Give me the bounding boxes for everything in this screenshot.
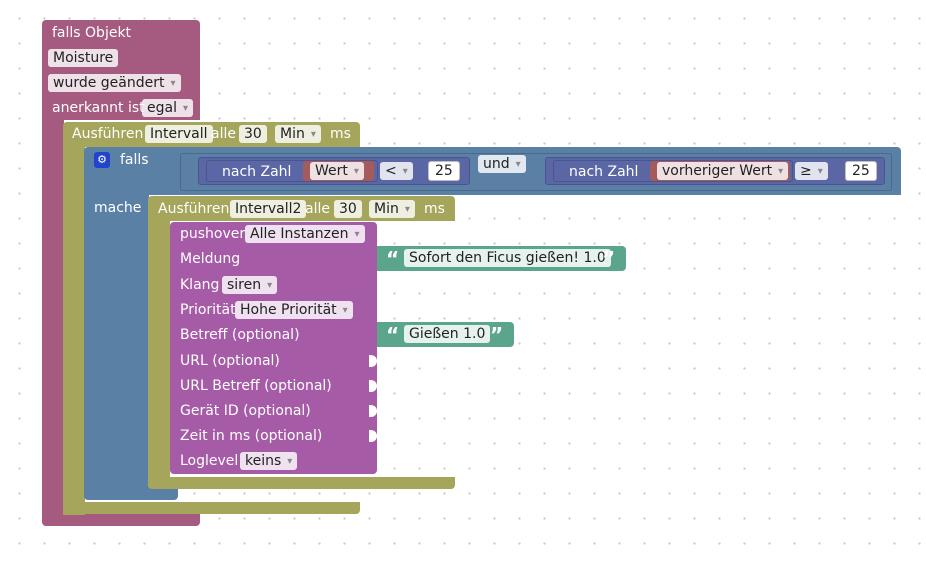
trigger-spine (42, 118, 64, 523)
compare-right-number[interactable]: 25 (845, 161, 877, 181)
interval-inner-alle: alle (305, 201, 330, 217)
geraet-input-socket[interactable] (369, 405, 377, 417)
if-spine (84, 193, 149, 493)
interval-inner-spine (148, 219, 170, 487)
pushover-meldung-label: Meldung (180, 251, 241, 267)
pushover-url-label: URL (optional) (180, 353, 280, 369)
pushover-betreff-label: Betreff (optional) (180, 327, 300, 343)
pushover-prioritaet-dropdown[interactable]: Hohe Priorität (235, 301, 353, 319)
close-quote-icon: ” (602, 247, 616, 271)
interval-inner-value-field[interactable]: 30 (334, 200, 362, 218)
meldung-text-field[interactable]: Sofort den Ficus gießen! 1.0 (404, 249, 611, 267)
interval-outer-spine (63, 145, 85, 515)
interval-outer-alle: alle (211, 126, 236, 142)
trigger-object-field[interactable]: Moisture (48, 49, 119, 67)
if-falls-label: falls (120, 152, 149, 168)
interval-inner-name-field[interactable]: Intervall2 (230, 200, 307, 218)
pushover-label: pushover (180, 226, 246, 242)
interval-inner-unit-dropdown[interactable]: Min (369, 200, 415, 218)
pushover-body[interactable] (170, 222, 377, 474)
if-footer (84, 488, 178, 500)
zeit-input-socket[interactable] (369, 430, 377, 442)
var-right-dropdown[interactable]: vorheriger Wert (657, 162, 789, 180)
pushover-klang-dropdown[interactable]: siren (222, 276, 278, 294)
interval-outer-name-field[interactable]: Intervall (145, 125, 213, 143)
trigger-footer (42, 514, 200, 526)
interval-outer-footer (63, 502, 360, 514)
pushover-url-betreff-label: URL Betreff (optional) (180, 378, 332, 394)
var-left-dropdown[interactable]: Wert (310, 162, 364, 180)
pushover-klang-label: Klang (180, 277, 220, 293)
pushover-loglevel-label: Loglevel (180, 453, 239, 469)
interval-outer-unit-dropdown[interactable]: Min (275, 125, 321, 143)
trigger-label: falls Objekt (52, 25, 132, 41)
gear-icon[interactable]: ⚙ (94, 152, 110, 168)
logic-operator-dropdown[interactable]: und (478, 155, 526, 173)
url-betreff-input-socket[interactable] (369, 380, 377, 392)
url-input-socket[interactable] (369, 355, 377, 367)
pushover-loglevel-dropdown[interactable]: keins (240, 452, 298, 470)
trigger-event-dropdown[interactable]: wurde geändert (48, 74, 181, 92)
compare-left-number[interactable]: 25 (428, 161, 460, 181)
interval-inner-prefix: Ausführen (158, 201, 230, 217)
interval-outer-suffix: ms (330, 126, 351, 142)
open-quote-icon: “ (386, 323, 400, 347)
interval-inner-footer (148, 477, 455, 489)
pushover-zeit-label: Zeit in ms (optional) (180, 428, 323, 444)
interval-outer-value-field[interactable]: 30 (239, 125, 267, 143)
open-quote-icon: “ (386, 247, 400, 271)
betreff-text-field[interactable]: Gießen 1.0 (404, 325, 491, 343)
tonumber-left-label: nach Zahl (222, 164, 292, 180)
interval-inner-suffix: ms (424, 201, 445, 217)
compare-left-operator[interactable]: < (380, 162, 413, 180)
interval-outer-prefix: Ausführen (72, 126, 144, 142)
pushover-geraet-label: Gerät ID (optional) (180, 403, 311, 419)
close-quote-icon: ” (490, 323, 504, 347)
pushover-prioritaet-label: Priorität (180, 302, 236, 318)
trigger-ack-dropdown[interactable]: egal (142, 99, 193, 117)
pushover-target-dropdown[interactable]: Alle Instanzen (245, 225, 365, 243)
trigger-ack-label: anerkannt ist (52, 100, 145, 116)
tonumber-right-label: nach Zahl (569, 164, 639, 180)
compare-right-operator[interactable]: ≥ (795, 162, 828, 180)
if-mache-label: mache (94, 200, 142, 216)
